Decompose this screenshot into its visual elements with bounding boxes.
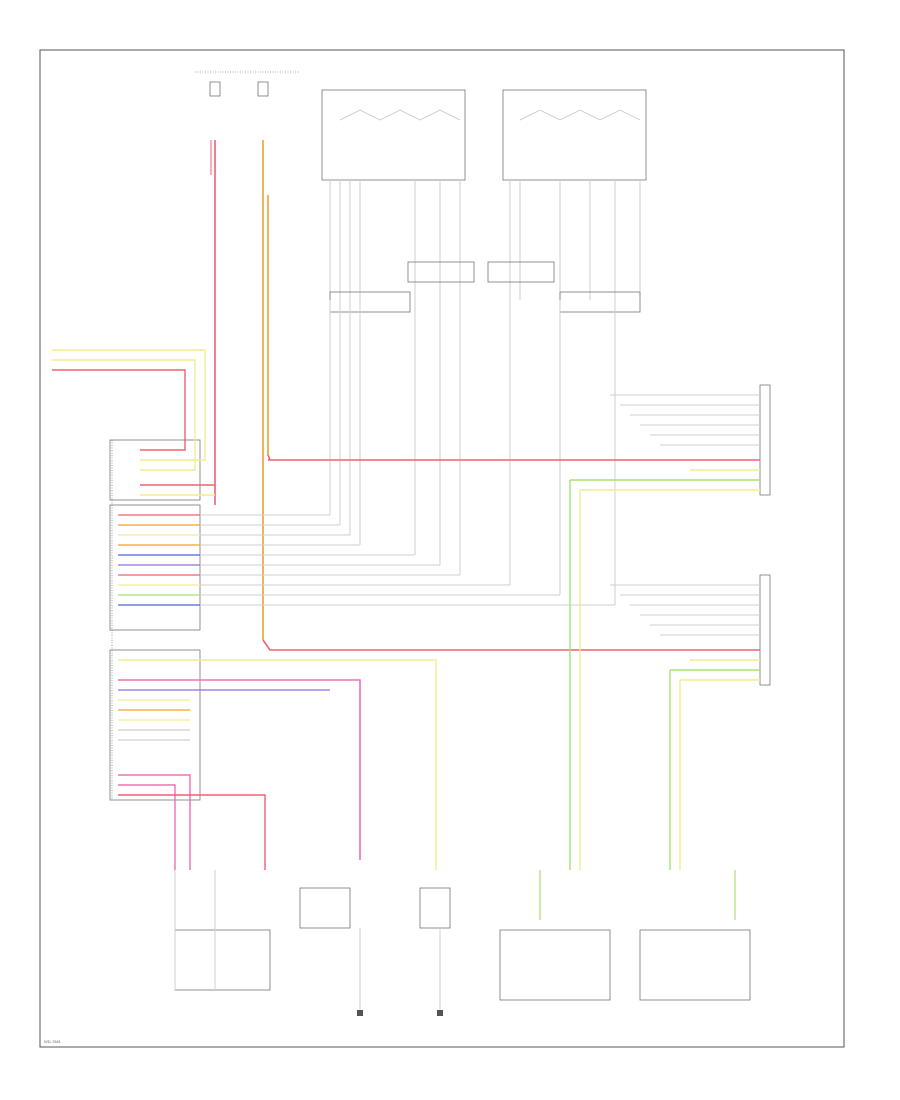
corner-label: WD-7881: [44, 1039, 62, 1044]
component-bottom-left: [174, 870, 271, 991]
left-multicolor-wires: [118, 514, 200, 606]
switch-bottom-center-2: [419, 887, 451, 1016]
gray-wire-bundle-top: [329, 180, 641, 300]
yellow-loop-wires: [52, 349, 215, 496]
inline-connector-row: [329, 261, 641, 313]
orange-right-wire-lower: [262, 639, 690, 651]
diagram-frame: [39, 49, 845, 1048]
left-module-connector: [109, 439, 201, 801]
switch-block-right: [502, 89, 647, 181]
switch-bottom-center-1: [299, 887, 363, 1016]
lower-left-wires: [118, 659, 437, 870]
sensor-bottom-right-2: [639, 929, 751, 1001]
gray-cross-wires: [200, 300, 616, 606]
sensor-bottom-right-1: [499, 929, 611, 1001]
right-connector-upper: [570, 384, 771, 496]
fuse-feed-group: [195, 71, 300, 640]
right-connector-lower: [610, 574, 771, 686]
switch-block-left: [321, 89, 466, 181]
sensor-feed-wires: [539, 480, 736, 920]
